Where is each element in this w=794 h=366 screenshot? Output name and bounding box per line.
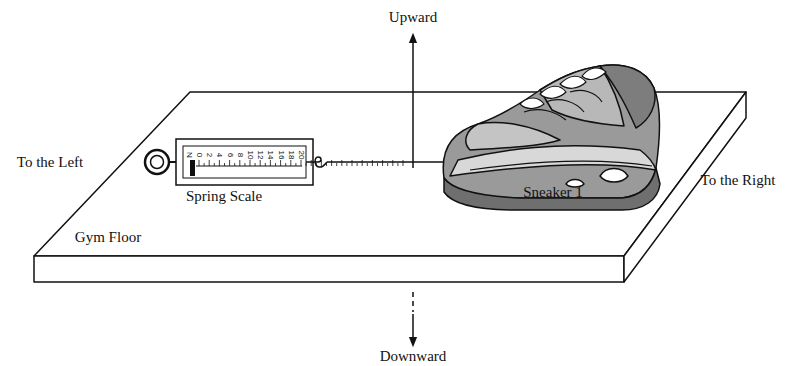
tick-mark [382, 160, 383, 166]
tick-mark [285, 163, 286, 166]
tick-mark [219, 160, 220, 166]
tick-mark [336, 163, 337, 166]
tick-mark [234, 163, 235, 166]
tick-mark [331, 160, 332, 166]
scale-number: 0 [195, 153, 203, 157]
tick-mark [392, 160, 393, 166]
tick-mark [341, 160, 342, 166]
tick-mark [209, 160, 210, 166]
tick-mark [260, 160, 261, 166]
tick-mark [199, 160, 200, 166]
surface-label: Gym Floor [75, 230, 141, 245]
scale-number: 6 [226, 153, 234, 157]
tick-mark [295, 163, 296, 166]
direction-arrows [412, 38, 414, 342]
tick-mark [275, 163, 276, 166]
tick-mark [352, 160, 353, 166]
scale-number: 2 [205, 153, 213, 157]
spring-scale-symbol [145, 139, 446, 185]
tick-mark [239, 160, 240, 166]
tick-mark [377, 163, 378, 166]
direction-label: Upward [389, 10, 437, 25]
scale-number: 8 [236, 153, 244, 157]
scale-number: 14 [266, 151, 274, 160]
scale-number: 10 [246, 151, 254, 160]
tick-mark [372, 160, 373, 166]
part-label: Spring Scale [186, 189, 262, 204]
scale-number: 12 [256, 151, 264, 160]
tick-mark [357, 163, 358, 166]
tick-mark [229, 160, 230, 166]
tick-mark [403, 160, 404, 166]
tick-mark [387, 163, 388, 166]
sneaker-picture [443, 65, 660, 210]
scale-number: 4 [215, 153, 223, 157]
tick-mark [397, 163, 398, 166]
tick-mark [367, 163, 368, 166]
tick-mark [280, 160, 281, 166]
direction-label: Downward [380, 349, 447, 364]
tick-mark [255, 163, 256, 166]
scale-number: 16 [277, 151, 285, 160]
tick-mark [290, 160, 291, 166]
tick-mark [346, 163, 347, 166]
tick-mark [244, 163, 245, 166]
tick-mark [214, 163, 215, 166]
tick-mark [306, 163, 307, 166]
tick-mark [311, 160, 312, 166]
tick-mark [362, 160, 363, 166]
tick-mark [204, 163, 205, 166]
tick-mark [270, 160, 271, 166]
tick-mark [250, 160, 251, 166]
part-label: Sneaker 1 [523, 185, 583, 200]
unit-label: N [185, 152, 193, 158]
direction-label: To the Left [17, 155, 83, 170]
tick-mark [224, 163, 225, 166]
tick-mark [301, 160, 302, 166]
direction-label: To the Right [701, 173, 776, 188]
scale-number: 20 [297, 151, 305, 160]
tick-mark [265, 163, 266, 166]
scale-number: 18 [287, 151, 295, 160]
